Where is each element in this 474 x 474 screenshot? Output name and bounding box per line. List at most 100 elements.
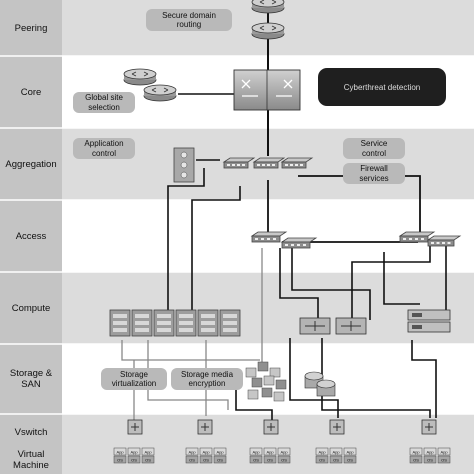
vm-stack-1-cell-2-0 <box>213 447 227 456</box>
access-switch-3-port-2 <box>415 238 418 240</box>
link-agg-compute-left <box>167 168 205 310</box>
vm-stack-4-text-2-1: OS <box>441 457 447 462</box>
pill-global-site-selection: Global site selection <box>73 92 135 113</box>
rack-server-1 <box>407 321 451 333</box>
access-switch-4-top <box>426 235 462 241</box>
disk-top-1 <box>316 379 336 389</box>
blade-server-0-slot-1 <box>113 321 127 325</box>
vm-stack-1-text-0-1: OS <box>189 457 195 462</box>
pill-storage-virtualization: Storage virtualization <box>101 368 167 390</box>
vm-stack-0-text-0-1: OS <box>117 457 123 462</box>
core-router-a-top <box>123 68 157 80</box>
link-access-compute-e <box>383 252 420 305</box>
vm-stack-0-cell-0-1 <box>113 455 127 464</box>
access-switch-4 <box>426 235 462 247</box>
blade-server-1-slot-0 <box>135 314 149 318</box>
vm-stack-4-cell-0-1 <box>409 455 423 464</box>
agg-switch-3-port-0 <box>285 164 288 166</box>
agg-switch-2 <box>252 157 286 169</box>
vm-stack-1-cell-1-1 <box>199 455 213 464</box>
compute-switch-1 <box>335 317 367 335</box>
access-switch-2 <box>280 237 318 249</box>
vswitch-0-cross <box>131 423 139 431</box>
vm-stack-2-text-0-1: OS <box>253 457 259 462</box>
agg-switch-1-port-0 <box>227 164 230 166</box>
pill-storage-media-encryption: Storage media encryption <box>171 368 243 390</box>
access-switch-1-port-3 <box>273 238 276 240</box>
vswitch-1-cross <box>201 423 209 431</box>
core-router-b-arrows <box>151 87 169 93</box>
access-switch-1-front <box>251 235 281 243</box>
access-switch-3-top <box>398 231 436 237</box>
vm-stack-0-cell-2-1 <box>141 455 155 464</box>
vm-stack-4-text-0-0: App <box>412 449 420 454</box>
vswitch-2 <box>263 419 279 435</box>
link-agg-compute-mid <box>191 186 241 310</box>
link-access-compute-c <box>351 246 431 320</box>
access-switch-1-port-1 <box>261 238 264 240</box>
agg-switch-3-port-2 <box>295 164 298 166</box>
core-switch-symbols <box>241 79 293 97</box>
blade-server-5-slot-1 <box>223 321 237 325</box>
vm-stack-1-text-0-0: App <box>188 449 196 454</box>
vm-stack-4-text-1-1: OS <box>427 457 433 462</box>
access-switch-1 <box>250 231 288 243</box>
vm-stack-3-text-2-1: OS <box>347 457 353 462</box>
vswitch-4-cross <box>425 423 433 431</box>
agg-switch-3 <box>280 157 314 169</box>
vm-stack-3-text-1-0: App <box>332 449 340 454</box>
agg-switch-1-port-2 <box>237 164 240 166</box>
blade-server-1 <box>131 309 153 337</box>
vm-stack-3-text-0-0: App <box>318 449 326 454</box>
agg-switch-2-port-0 <box>257 164 260 166</box>
label-column <box>0 0 62 474</box>
tier-label-storage-san: Storage & SAN <box>9 368 53 390</box>
access-switch-4-port-2 <box>442 242 445 244</box>
vswitch-0 <box>127 419 143 435</box>
storage-cube-3 <box>251 377 263 388</box>
blade-server-1-slot-2 <box>135 328 149 332</box>
vm-stack-3-cell-0-0 <box>315 447 329 456</box>
core-router-b-top <box>143 84 177 96</box>
vm-stack-1-text-2-1: OS <box>217 457 223 462</box>
core-router-b <box>143 84 177 102</box>
blade-server-0 <box>109 309 131 337</box>
access-switch-1-port-2 <box>267 238 270 240</box>
pill-service-control: Service control <box>343 138 405 159</box>
vm-stack-2-text-1-1: OS <box>267 457 273 462</box>
compute-switch-symbol-1 <box>341 321 361 331</box>
tier-label-virtual-machine: Virtual Machine <box>13 449 49 471</box>
agg-switch-1-port-3 <box>242 164 245 166</box>
blade-server-2-slot-1 <box>157 321 171 325</box>
vm-stack-3-cell-1-0 <box>329 447 343 456</box>
access-switch-3-port-3 <box>421 238 424 240</box>
vm-stack-2-cell-0-1 <box>249 455 263 464</box>
blade-server-2-slot-0 <box>157 314 171 318</box>
access-switch-3-front <box>399 235 429 243</box>
vm-stack-1-text-1-1: OS <box>203 457 209 462</box>
agg-switch-3-port-1 <box>290 164 293 166</box>
core-router-a-arrows <box>131 71 149 77</box>
agg-switch-1-top <box>222 157 256 163</box>
access-switch-4-front <box>427 239 455 247</box>
vswitch-4 <box>421 419 437 435</box>
agg-switch-1-port-1 <box>232 164 235 166</box>
vm-stack-2-cell-1-1 <box>263 455 277 464</box>
link-access-compute-a <box>291 248 371 320</box>
tier-label-peering: Peering <box>14 22 48 34</box>
vm-stack-1-cell-2-1 <box>213 455 227 464</box>
link-storage-vswitch-c <box>235 390 273 420</box>
blade-server-4-slot-0 <box>201 314 215 318</box>
tier-band-4 <box>62 272 474 344</box>
link-compute-vswitch-mid <box>289 338 339 418</box>
pill-firewall-services: Firewall services <box>343 163 405 184</box>
vm-stack-0-text-2-1: OS <box>145 457 151 462</box>
vm-stack-3-text-2-0: App <box>346 449 354 454</box>
tier-label-vswitch: Vswitch <box>14 426 48 438</box>
rack-server-case-0 <box>407 309 451 321</box>
storage-cubes <box>245 361 336 402</box>
vswitch-1 <box>197 419 213 435</box>
